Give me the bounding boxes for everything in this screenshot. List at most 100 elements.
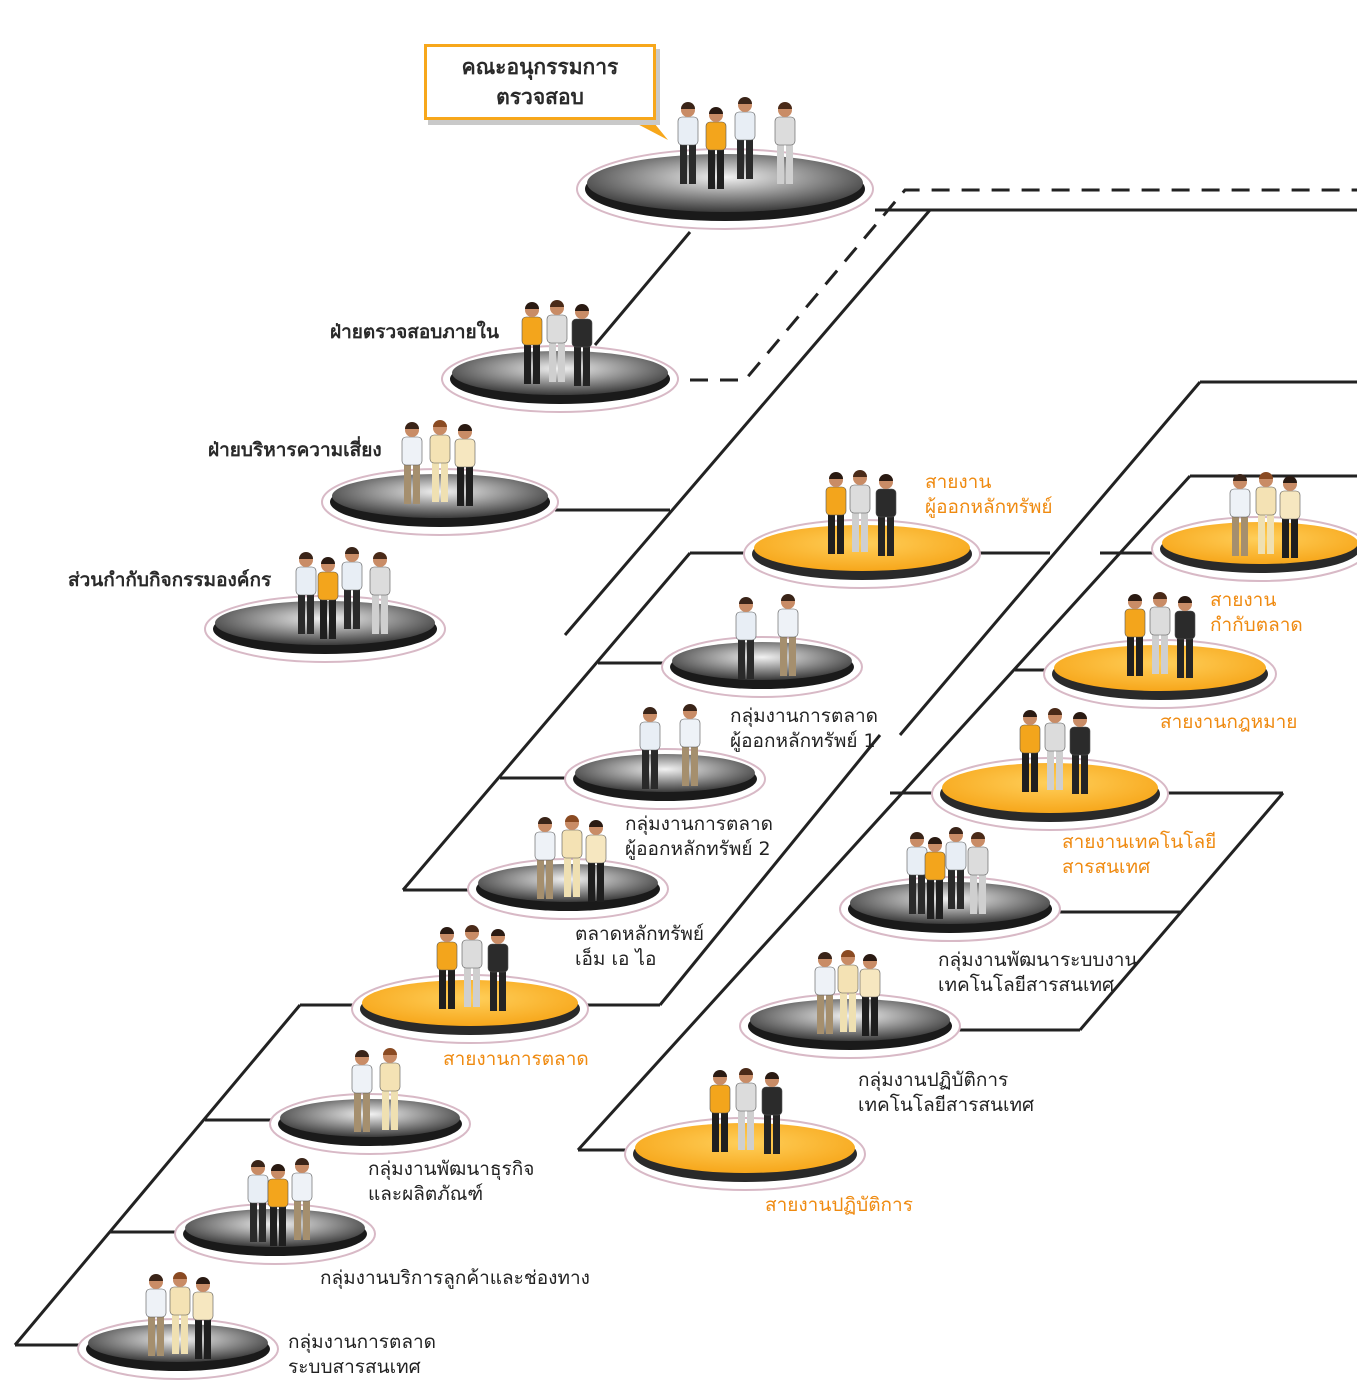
node-label: สายงานกำกับตลาด xyxy=(1210,588,1303,638)
connector-line xyxy=(658,734,882,1006)
person-figure-icon xyxy=(735,597,757,679)
person-figure-icon xyxy=(369,552,391,634)
node-label: ส่วนกำกับกิจกรรมองค์กร xyxy=(68,568,271,593)
person-figure-icon xyxy=(1279,476,1301,558)
person-figure-icon xyxy=(192,1277,214,1359)
node-label: สายงานกฎหมาย xyxy=(1160,710,1297,735)
person-figure-icon xyxy=(487,929,509,1011)
connector-line xyxy=(401,552,692,891)
person-figure-icon xyxy=(317,557,339,639)
person-figure-icon xyxy=(401,422,423,504)
person-figure-icon xyxy=(295,552,317,634)
person-figure-icon xyxy=(777,594,799,676)
person-figure-icon xyxy=(521,302,543,384)
node-label-line: สายงานกฎหมาย xyxy=(1160,711,1298,733)
person-figure-icon xyxy=(709,1070,731,1152)
person-figure-icon xyxy=(1149,592,1171,674)
connector-line xyxy=(576,474,1192,1152)
person-figure-icon xyxy=(429,420,451,502)
node-label-line: ระบบสารสนเทศ xyxy=(288,1356,421,1378)
node-label-line: กลุ่มงานการตลาด xyxy=(730,705,878,727)
person-figure-icon xyxy=(351,1050,373,1132)
person-figure-icon xyxy=(679,704,701,786)
node-label-line: กลุ่มงานบริการลูกค้าและช่องทาง xyxy=(320,1267,590,1289)
node-label-line: สายงาน xyxy=(925,471,992,493)
person-figure-icon xyxy=(924,837,946,919)
person-figure-icon xyxy=(774,102,796,184)
person-figure-icon xyxy=(837,950,859,1032)
node-label-line: เอ็ม เอ ไอ xyxy=(575,948,657,970)
node-label-line: ส่วนกำกับกิจกรรมองค์กร xyxy=(68,569,272,591)
person-figure-icon xyxy=(546,300,568,382)
person-figure-icon xyxy=(859,954,881,1036)
node-label-line: กลุ่มงานพัฒนาระบบงาน xyxy=(938,949,1138,971)
person-figure-icon xyxy=(734,97,756,179)
person-figure-icon xyxy=(561,815,583,897)
node-label-line: ผู้ออกหลักทรัพย์ 2 xyxy=(625,838,771,860)
person-figure-icon xyxy=(1044,708,1066,790)
node-label-line: สายงานเทคโนโลยี xyxy=(1062,831,1217,853)
node-label-line: เทคโนโลยีสารสนเทศ xyxy=(858,1094,1035,1116)
node-label-line: ผู้ออกหลักทรัพย์ 1 xyxy=(730,730,876,752)
connector-line xyxy=(13,1004,302,1346)
person-figure-icon xyxy=(291,1158,313,1240)
person-figure-icon xyxy=(145,1274,167,1356)
person-figure-icon xyxy=(169,1272,191,1354)
person-figure-icon xyxy=(735,1068,757,1150)
connector-line xyxy=(563,209,932,636)
person-figure-icon xyxy=(1019,710,1041,792)
person-figure-icon xyxy=(967,832,989,914)
node-label-line: กลุ่มงานการตลาด xyxy=(625,813,773,835)
person-figure-icon xyxy=(379,1048,401,1130)
person-figure-icon xyxy=(945,827,967,909)
person-figure-icon xyxy=(639,707,661,789)
connector-line xyxy=(898,381,1202,736)
person-figure-icon xyxy=(677,102,699,184)
node-label: สายงานผู้ออกหลักทรัพย์ xyxy=(925,470,1053,520)
node-label-line: ผู้ออกหลักทรัพย์ xyxy=(925,496,1053,518)
person-figure-icon xyxy=(341,547,363,629)
connector-line xyxy=(593,231,692,346)
person-figure-icon xyxy=(247,1160,269,1242)
person-figure-icon xyxy=(267,1164,289,1246)
node-label: กลุ่มงานการตลาดระบบสารสนเทศ xyxy=(288,1330,436,1380)
person-figure-icon xyxy=(875,474,897,556)
node-label-line: สายงานปฏิบัติการ xyxy=(765,1194,913,1216)
person-figure-icon xyxy=(705,107,727,189)
person-figure-icon xyxy=(1229,474,1251,556)
person-figure-icon xyxy=(571,304,593,386)
person-figure-icon xyxy=(825,472,847,554)
node-label: กลุ่มงานการตลาดผู้ออกหลักทรัพย์ 2 xyxy=(625,812,773,862)
person-figure-icon xyxy=(436,927,458,1009)
person-figure-icon xyxy=(906,832,928,914)
node-label-line: สายงาน xyxy=(1210,589,1277,611)
node-label-line: ฝ่ายบริหารความเสี่ยง xyxy=(208,439,382,461)
person-figure-icon xyxy=(585,820,607,902)
node-label-line: สารสนเทศ xyxy=(1062,856,1151,878)
node-label: กลุ่มงานพัฒนาระบบงานเทคโนโลยีสารสนเทศ xyxy=(938,948,1137,998)
node-label: ฝ่ายบริหารความเสี่ยง xyxy=(208,438,382,463)
connector-line xyxy=(1078,792,1285,1031)
person-figure-icon xyxy=(761,1072,783,1154)
node-label-line: กลุ่มงานปฏิบัติการ xyxy=(858,1069,1009,1091)
node-label: กลุ่มงานพัฒนาธุรกิจและผลิตภัณฑ์ xyxy=(368,1157,534,1207)
node-label-line: เทคโนโลยีสารสนเทศ xyxy=(938,974,1115,996)
node-label-line: สายงานการตลาด xyxy=(443,1048,589,1070)
node-label-line: ตลาดหลักทรัพย์ xyxy=(575,923,705,945)
node-label: กลุ่มงานบริการลูกค้าและช่องทาง xyxy=(320,1266,590,1291)
person-figure-icon xyxy=(1069,712,1091,794)
node-label: สายงานปฏิบัติการ xyxy=(765,1193,913,1218)
callout-pointer xyxy=(626,118,668,140)
